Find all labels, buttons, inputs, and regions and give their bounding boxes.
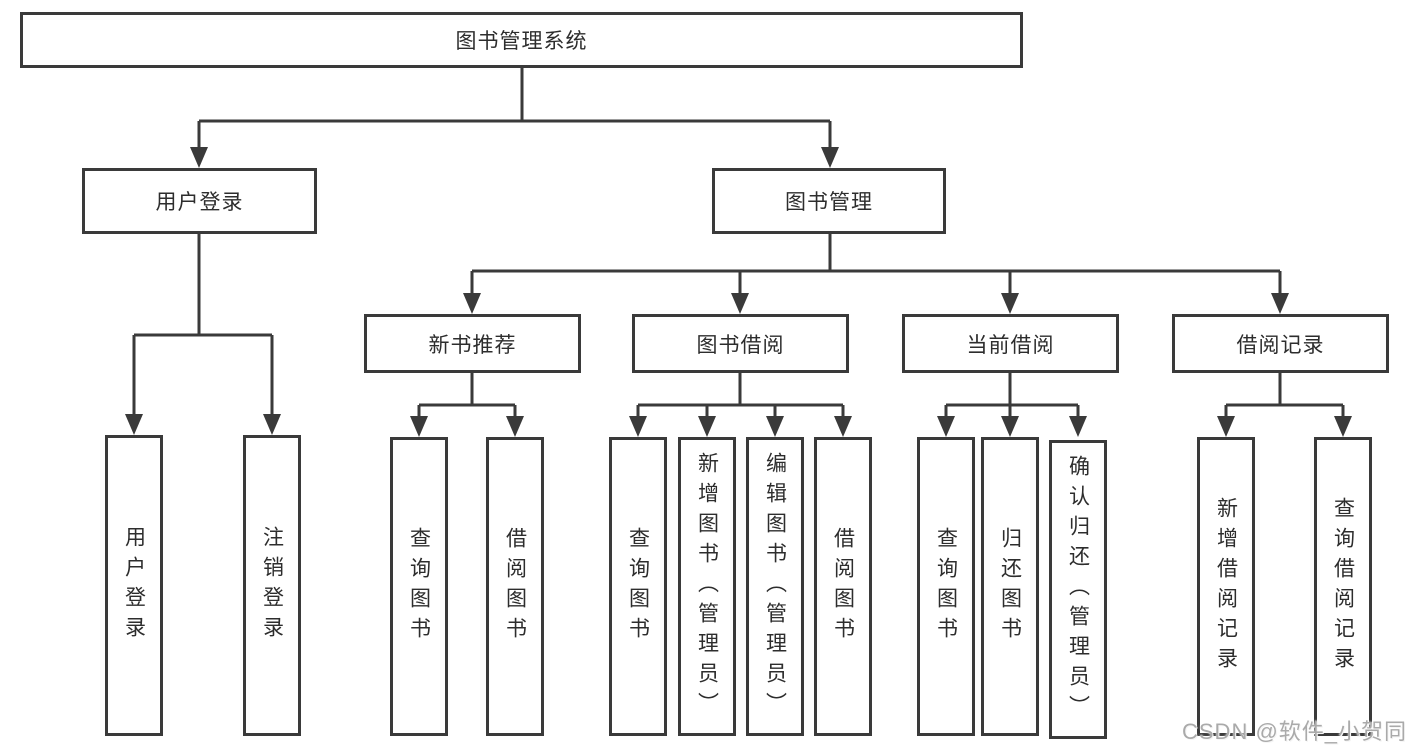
leaf-logout-label: 注销登录	[260, 525, 284, 646]
leaf-borrow-books-label: 借阅图书	[831, 526, 855, 647]
leaf-borrow-query-books-label: 查询图书	[626, 526, 650, 647]
leaf-user-login-label: 用户登录	[122, 525, 146, 646]
leaf-current-query-books: 查询图书	[917, 437, 975, 736]
leaf-recommend-query-books: 查询图书	[390, 437, 448, 736]
node-book-borrowing-label: 图书借阅	[696, 333, 785, 357]
node-user-login-label: 用户登录	[155, 191, 244, 214]
leaf-logout: 注销登录	[243, 435, 301, 736]
leaf-edit-books-admin: 编辑图书（管理员）	[746, 437, 804, 736]
node-root-system: 图书管理系统	[20, 12, 1023, 68]
node-book-management: 图书管理	[712, 168, 946, 234]
leaf-return-books-label: 归还图书	[998, 526, 1022, 647]
leaf-current-query-books-label: 查询图书	[934, 526, 958, 647]
leaf-confirm-return-admin-label: 确认归还（管理员）	[1066, 454, 1090, 725]
leaf-edit-books-admin-label: 编辑图书（管理员）	[763, 451, 787, 722]
leaf-recommend-borrow-books-label: 借阅图书	[503, 526, 527, 647]
leaf-query-borrow-record-label: 查询借阅记录	[1331, 496, 1355, 677]
leaf-recommend-borrow-books: 借阅图书	[486, 437, 544, 736]
node-borrowing-records-label: 借阅记录	[1236, 333, 1325, 357]
leaf-add-borrow-record: 新增借阅记录	[1197, 437, 1255, 736]
csdn-watermark: CSDN @软件_小贺同学	[1182, 719, 1405, 744]
leaf-add-books-admin-label: 新增图书（管理员）	[695, 451, 719, 722]
leaf-add-books-admin: 新增图书（管理员）	[678, 437, 736, 736]
leaf-recommend-query-books-label: 查询图书	[407, 526, 431, 647]
node-user-login: 用户登录	[82, 168, 317, 234]
node-current-borrowing-label: 当前借阅	[966, 333, 1055, 357]
leaf-borrow-books: 借阅图书	[814, 437, 872, 736]
arrowheads	[125, 147, 1352, 437]
leaf-add-borrow-record-label: 新增借阅记录	[1214, 496, 1238, 677]
leaf-confirm-return-admin: 确认归还（管理员）	[1049, 440, 1107, 739]
leaf-user-login: 用户登录	[105, 435, 163, 736]
node-current-borrowing: 当前借阅	[902, 314, 1119, 373]
node-root-system-label: 图书管理系统	[455, 30, 588, 53]
node-book-management-label: 图书管理	[785, 191, 873, 214]
leaf-return-books: 归还图书	[981, 437, 1039, 736]
leaf-borrow-query-books: 查询图书	[609, 437, 667, 736]
leaf-query-borrow-record: 查询借阅记录	[1314, 437, 1372, 736]
node-new-book-recommendation: 新书推荐	[364, 314, 581, 373]
node-borrowing-records: 借阅记录	[1172, 314, 1389, 373]
connector-segments	[132, 67, 1345, 433]
node-new-book-recommendation-label: 新书推荐	[428, 333, 517, 357]
node-book-borrowing: 图书借阅	[632, 314, 849, 373]
